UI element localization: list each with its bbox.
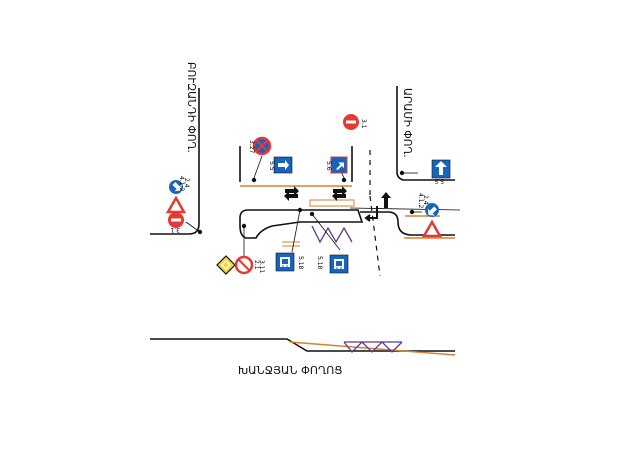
turn-left-arrow-icon — [364, 206, 378, 222]
sign-code-top-oneway-right: 5.6 — [325, 161, 332, 171]
two-way-arrow-icon — [332, 186, 347, 201]
sign-code-top-noentry: 3.1 — [360, 119, 367, 129]
curb-lines — [240, 185, 456, 356]
one-way-sign-right — [330, 156, 348, 174]
sign-code-top-oneway-left: 5.5 — [268, 161, 275, 171]
sign-code-island-left-a: 2.1 — [253, 260, 260, 270]
orange-markers — [282, 199, 355, 247]
sign-code-left-lower: 3.1 — [170, 226, 180, 233]
right-street-edge-top — [396, 86, 455, 181]
sign-leaders — [185, 155, 461, 256]
street-label-left: ԲՈՒԶԱՆԴԻ ՓՈՂ. — [185, 62, 197, 153]
sign-code-right-upper: 5.5 — [434, 177, 444, 184]
give-way-sign-right — [421, 219, 443, 238]
two-way-arrow-icon — [284, 186, 299, 201]
no-stopping-sign — [234, 255, 254, 275]
sign-code-left-upper: 2.4 — [183, 178, 190, 188]
give-way-sign-left — [165, 195, 187, 214]
sign-code-top-noparking: 3.27 — [248, 140, 255, 154]
zigzag-marking-icon — [311, 225, 403, 353]
road-edges — [150, 86, 455, 352]
lane-dashes — [369, 150, 381, 277]
keep-right-sign-left — [169, 180, 183, 194]
bus-stop-sign-b — [329, 254, 349, 274]
bottom-street-edge — [150, 338, 455, 352]
one-way-up-sign — [431, 159, 451, 179]
central-island — [239, 209, 364, 239]
one-way-sign-left — [273, 156, 293, 174]
no-entry-sign-left — [168, 212, 184, 228]
sign-code-right-lower-b: 4.1.2 — [417, 193, 424, 208]
sign-code-island-bus-a: 5.18 — [297, 256, 304, 270]
no-entry-sign-top — [343, 114, 359, 130]
sign-code-right-lower: 2.4 — [422, 195, 429, 205]
sign-code-island-left-b: 3.11 — [258, 260, 265, 274]
left-street-edge — [150, 88, 200, 235]
priority-road-sign — [216, 255, 236, 275]
sign-code-island-bus-b: 5.18 — [316, 256, 323, 270]
keep-right-sign-right — [425, 203, 439, 217]
street-label-right: ԱՐԱՄԻ ՓՈՂ. — [401, 88, 413, 158]
sign-code-left-upper-b: 4.1.2 — [178, 176, 185, 191]
no-parking-sign — [252, 136, 272, 156]
street-label-bottom: ԽԱՆՋՅԱՆ ՓՈՂՈՑ — [238, 364, 342, 377]
bus-stop-sign-a — [275, 252, 295, 272]
right-street-edge-bottom — [360, 211, 455, 236]
straight-arrow-icon — [381, 192, 391, 208]
